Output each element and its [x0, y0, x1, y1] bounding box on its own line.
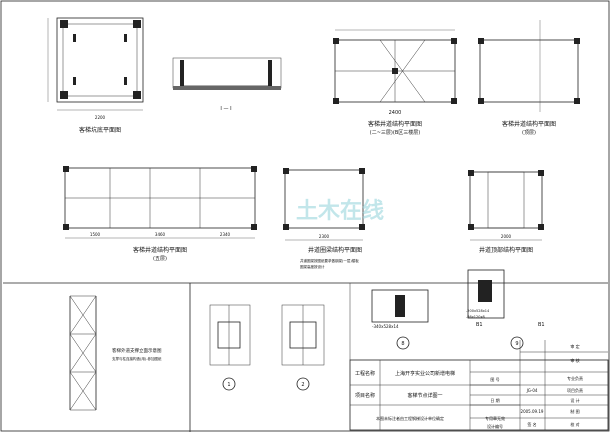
- dim-2340: 2340: [220, 232, 231, 237]
- tb-check: 审 定: [570, 343, 579, 349]
- title-truss: 客梯外道支撑立面示意图: [112, 347, 162, 354]
- detail-8-number: 8: [401, 341, 404, 347]
- tb-draw: 制 图: [570, 408, 579, 414]
- dim-2200: 2200: [95, 115, 106, 120]
- tb-engineer-label: 工程名称: [355, 370, 375, 377]
- title-frame-shaft: 井道圈梁结构平面图: [308, 246, 362, 254]
- view-frame-top: 2000 井道顶部结构平面图: [468, 170, 544, 254]
- tb-date-value: 2005.09.19: [521, 409, 544, 414]
- subtitle-shaft-2-3: (二~三层)(B区三楼层): [370, 129, 420, 136]
- tb-proj-lead: 项目负责: [567, 387, 583, 393]
- dim-2300: 2300: [319, 234, 330, 239]
- title-frame-top: 井道顶部结构平面图: [479, 246, 533, 254]
- detail-9-plate-2: -200x528x14: [466, 309, 490, 313]
- tb-project-label: 项目名称: [355, 392, 375, 399]
- detail-9-plate-5: -86x120x8: [466, 315, 485, 319]
- note-truss: 支撑与柱连接构造(用)-参加图纸: [112, 356, 162, 361]
- view-shaft-plan-top: 客梯井道结构平面图 (顶层): [478, 20, 580, 136]
- dim-1500: 1500: [90, 232, 101, 237]
- title-section: I — I: [220, 106, 231, 112]
- tb-review: 审 核: [570, 357, 579, 363]
- tb-stamp: 设计编号: [487, 423, 503, 429]
- dim-3460: 3460: [155, 232, 166, 237]
- detail-1-number: 1: [227, 382, 230, 388]
- detail-9-number: 9: [515, 341, 518, 347]
- view-shaft-plan-2-3: 2400 客梯井道结构平面图 (二~三层)(B区三楼层): [333, 29, 457, 136]
- note-frame-beam: 井道圈梁按图纸要求做钢梁(一层)楼板: [300, 258, 359, 263]
- detail-1: 1: [209, 304, 251, 391]
- tb-drawing-no-value: JG-04: [526, 388, 538, 393]
- detail-2: 2: [281, 304, 325, 391]
- dim-2400: 2400: [389, 110, 402, 116]
- detail-8: -340x528x14 8: [371, 289, 429, 350]
- title-shaft-2-3: 客梯井道结构平面图: [368, 120, 422, 128]
- tb-drawing-title: 客梯节点详图一: [407, 392, 442, 399]
- tb-design: 设 计: [570, 397, 579, 403]
- detail-9-b1-right: B1: [538, 322, 545, 328]
- view-section: I — I: [172, 57, 282, 112]
- tb-proof: 校 对: [570, 421, 579, 427]
- detail-2-number: 2: [301, 382, 304, 388]
- note-frame-beam-2: 圈梁高度按设计: [300, 264, 325, 269]
- tb-company: 专用章无效: [485, 415, 505, 421]
- title-block: 工程名称 上海开亨实业公司新增电梯 项目名称 客梯节点详图一 本图未标注者由工程…: [349, 340, 609, 431]
- tb-drawing-no-label: 图 号: [490, 376, 499, 382]
- tb-date-label: 日 期: [490, 397, 499, 403]
- subtitle-shaft-roof: (五层): [153, 256, 167, 262]
- title-pit-plan: 客梯坑底平面图: [79, 126, 121, 134]
- detail-9-b1: B1: [476, 322, 483, 328]
- tb-pm: 专业负责: [567, 375, 583, 381]
- dim-2000: 2000: [501, 234, 512, 239]
- detail-8-plate: -340x528x14: [372, 324, 399, 329]
- view-truss-elevation: 客梯外道支撑立面示意图 支撑与柱连接构造(用)-参加图纸: [69, 295, 162, 411]
- watermark: 土木在线: [296, 198, 384, 224]
- tb-engineer-value: 上海开亨实业公司新增电梯: [395, 370, 455, 377]
- title-shaft-top: 客梯井道结构平面图: [502, 120, 556, 128]
- title-shaft-roof: 客梯井道结构平面图: [133, 246, 187, 254]
- tb-sign: 签 名: [527, 421, 536, 427]
- detail-9: -200x528x14 -86x120x8 B1 B1 9: [466, 269, 545, 350]
- view-pit-plan: 2200 客梯坑底平面图: [47, 17, 144, 134]
- tb-note: 本图未标注者由工程钢梯设计单位确定: [376, 415, 444, 421]
- view-shaft-plan-roof: 1500 3460 2340 客梯井道结构平面图 (五层): [63, 166, 257, 262]
- subtitle-shaft-top: (顶层): [522, 130, 536, 136]
- view-frame-shaft: 2300 井道圈梁结构平面图 井道圈梁按图纸要求做钢梁(一层)楼板 圈梁高度按设…: [283, 168, 365, 269]
